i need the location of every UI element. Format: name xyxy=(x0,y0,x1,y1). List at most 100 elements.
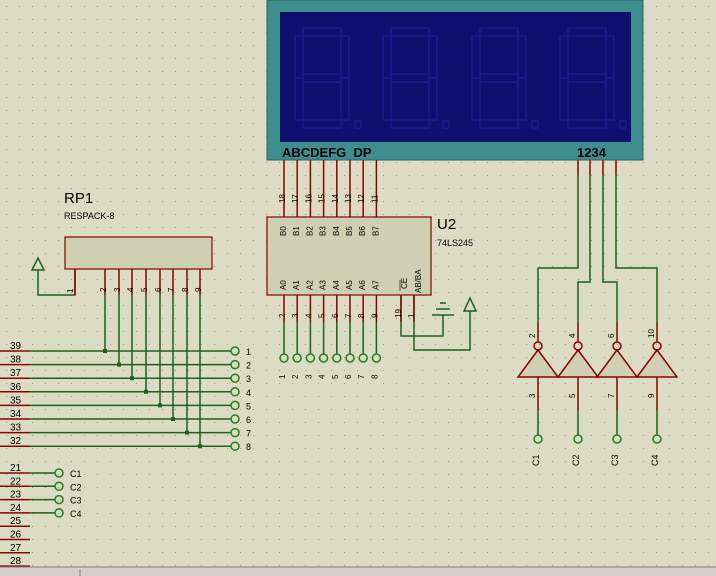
bus-terminal-label: 2 xyxy=(246,361,251,371)
u2-ce-label: CE xyxy=(400,278,409,289)
u2-terminal-label: 2 xyxy=(291,374,300,379)
bus-terminal-label: 6 xyxy=(246,415,251,425)
segment-f xyxy=(471,35,481,79)
u2-a-pin-number: 6 xyxy=(331,313,340,318)
inverter-terminal xyxy=(573,434,583,444)
inverter-terminal-label: C1 xyxy=(531,454,541,466)
display-pin-number: 12 xyxy=(357,194,366,203)
inverter-terminal-label: C4 xyxy=(650,454,660,466)
display-pin-number: 18 xyxy=(278,194,287,203)
bus-terminal-label: 8 xyxy=(246,442,251,452)
seven-segment-display[interactable]: ABCDEFG DP 1234 xyxy=(266,0,644,161)
inverter-output-number: 3 xyxy=(528,393,537,398)
u2-a-pin-number: 9 xyxy=(370,313,379,318)
display-digits xyxy=(294,27,627,129)
bus-terminal-label: 7 xyxy=(246,429,251,439)
ground-symbol[interactable] xyxy=(432,302,454,316)
u2-b-pin-label: B4 xyxy=(332,226,341,236)
digit-to-inverter-wire xyxy=(577,175,591,322)
ctrl-terminal-label: C1 xyxy=(70,469,82,479)
bus-pin-number: 37 xyxy=(10,368,22,379)
ctrl-pin-number: 28 xyxy=(10,556,22,567)
u2-terminal xyxy=(345,353,355,363)
inverter-terminal-label: C2 xyxy=(571,454,581,466)
u2-a-pin-number: 3 xyxy=(291,313,300,318)
bus-terminal xyxy=(230,414,240,424)
rp1-pin-number: 2 xyxy=(99,287,108,292)
segment-d xyxy=(567,119,607,129)
u2-terminal-label: 6 xyxy=(344,374,353,379)
u2-dir-label: AB/BA xyxy=(414,269,423,293)
bus-pin-number: 34 xyxy=(10,409,22,420)
bus-terminal xyxy=(230,441,240,451)
inverter-terminal xyxy=(612,434,622,444)
ctrl-pin-number: 23 xyxy=(10,490,22,501)
u2-a-pin-label: A4 xyxy=(332,280,341,290)
rp1-pin-number: 8 xyxy=(181,287,190,292)
u2-a-pin-number: 4 xyxy=(304,313,313,318)
power-arrow-rp1[interactable] xyxy=(30,256,46,271)
ctrl-terminal xyxy=(54,468,64,478)
rp1-respack[interactable]: RP1 RESPACK-8 xyxy=(64,190,213,270)
segment-dp xyxy=(354,120,362,129)
bus-terminal xyxy=(230,400,240,411)
rp1-body xyxy=(64,236,213,270)
u2-terminal xyxy=(318,353,329,363)
segment-dp xyxy=(531,120,539,129)
u2-terminal-label: 4 xyxy=(318,374,327,379)
bus-terminal-label: 1 xyxy=(246,347,251,357)
segment-a xyxy=(479,27,519,37)
u2-a-pin-number: 7 xyxy=(344,313,353,318)
u2-ce-pin-number: 19 xyxy=(394,309,403,318)
bus-terminal-label: 5 xyxy=(246,401,251,411)
segment-c xyxy=(517,77,527,121)
segment-g xyxy=(302,73,342,83)
u2-type: 74LS245 xyxy=(437,238,473,248)
u2-a-pin-number: 8 xyxy=(357,313,366,318)
digit-to-inverter-wire xyxy=(537,175,579,322)
ctrl-pin-number: 24 xyxy=(10,503,22,514)
rp1-pin-number: 7 xyxy=(167,287,176,292)
segment-f xyxy=(559,35,569,79)
segment-g xyxy=(479,73,519,83)
bus-pin-number: 32 xyxy=(10,436,22,447)
u2-a-pin-label: A2 xyxy=(305,280,314,290)
display-screen xyxy=(280,12,631,142)
digit-1 xyxy=(294,27,362,129)
junction-dot xyxy=(198,444,202,449)
segment-d xyxy=(302,119,342,129)
segment-c xyxy=(340,77,350,121)
rp1-pin-number: 5 xyxy=(140,287,149,292)
bus-pin-number: 38 xyxy=(10,355,22,366)
u2-b-pin-label: B2 xyxy=(305,226,314,236)
bus-terminal xyxy=(230,373,240,383)
ctrl-pin-number: 27 xyxy=(10,543,22,554)
junction-dot xyxy=(185,430,189,435)
u2-terminal xyxy=(358,353,368,363)
bus-terminal-label: 4 xyxy=(246,388,251,398)
u2-terminal-label: 3 xyxy=(304,374,313,379)
u2-dir-pin-number: 1 xyxy=(407,313,416,318)
bus-terminal xyxy=(230,387,240,397)
u2-name: U2 xyxy=(437,216,456,233)
bus-pin-number: 36 xyxy=(10,382,22,393)
u2-terminal-label: 1 xyxy=(278,374,287,379)
u2-b-pin-label: B1 xyxy=(292,226,301,236)
segment-a xyxy=(567,27,607,37)
power-arrow-u2[interactable] xyxy=(462,296,478,312)
u2-a-pin-label: A1 xyxy=(292,280,301,290)
digit-2 xyxy=(382,27,450,129)
display-pin-number: 11 xyxy=(370,194,379,203)
u2-a-pin-label: A0 xyxy=(279,280,288,290)
segment-c xyxy=(428,77,438,121)
display-pin-number: 16 xyxy=(304,194,313,203)
horizontal-scrollbar[interactable] xyxy=(0,567,716,576)
